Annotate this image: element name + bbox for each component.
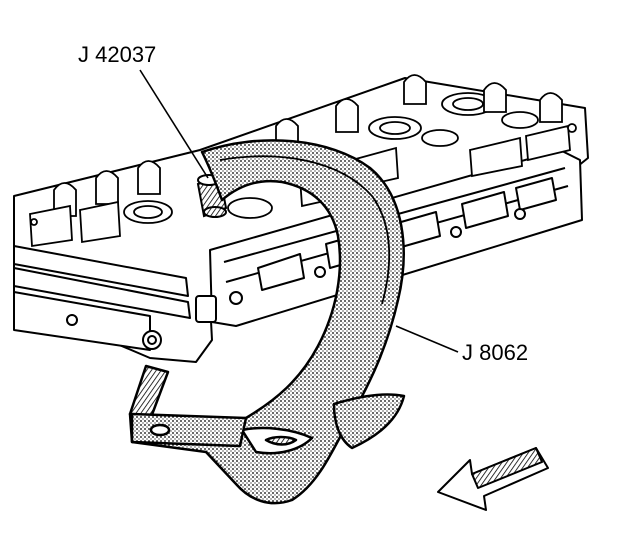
callout-adapter-label: J 42037 [78,42,157,67]
callout-compressor-label: J 8062 [462,340,529,365]
leader-line-adapter [139,69,209,179]
leader-lines [139,69,459,353]
leader-line-compressor [395,325,459,353]
left-down-arrow-icon [437,447,549,511]
compressor-frame [128,139,406,505]
cylinder-head [13,77,589,363]
